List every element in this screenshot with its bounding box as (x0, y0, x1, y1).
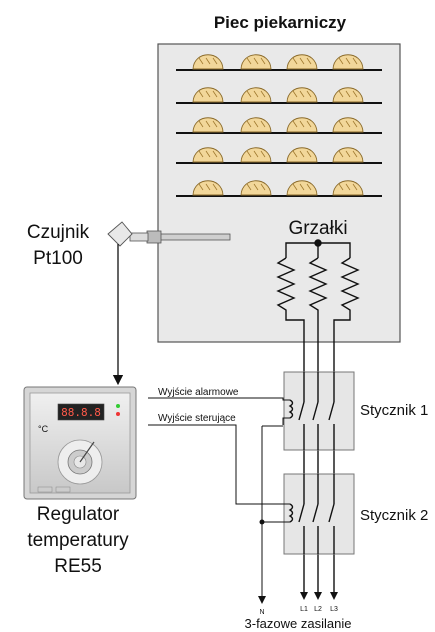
contactor-2-label: Stycznik 2 (360, 507, 428, 524)
controller-label-3: RE55 (54, 556, 102, 577)
bread-loaf (286, 180, 318, 196)
bread-loaf (332, 180, 364, 196)
controller-display (57, 403, 105, 421)
bread-loaf (192, 117, 224, 133)
controller-display-digits: 88.8.8 (61, 406, 101, 419)
bread-loaf (332, 54, 364, 70)
control-wiring (148, 397, 290, 600)
bread-loaf (240, 54, 272, 70)
bread-loaf (192, 87, 224, 103)
sensor-label-2: Pt100 (33, 248, 83, 269)
terminal-l2: L2 (314, 606, 322, 613)
sensor-label-1: Czujnik (27, 222, 90, 243)
bread-loaf (192, 147, 224, 163)
controller-unit: °C (38, 424, 49, 434)
terminal-l3: L3 (330, 606, 338, 613)
bread-loaf (240, 147, 272, 163)
bread-loaf (192, 54, 224, 70)
control-output-label: Wyjście sterujące (158, 413, 236, 424)
bread-loaf (286, 147, 318, 163)
bread-loaf (286, 54, 318, 70)
bread-loaf (240, 117, 272, 133)
bread-loaf (332, 147, 364, 163)
contactor-1 (283, 371, 355, 451)
oven-shelves (176, 54, 382, 197)
controller-label-1: Regulator (37, 504, 120, 525)
bread-loaf (240, 87, 272, 103)
terminal-n: N (259, 609, 264, 616)
oven-title: Piec piekarniczy (214, 13, 347, 32)
bread-loaf (286, 117, 318, 133)
bread-loaf (192, 180, 224, 196)
bread-loaf (332, 87, 364, 103)
bread-loaf (332, 117, 364, 133)
sensor-probe (107, 221, 231, 247)
terminal-l1: L1 (300, 606, 308, 613)
controller-label-2: temperatury (27, 530, 129, 551)
temperature-controller: 88.8.8 °C (23, 386, 137, 500)
heater-elements (276, 239, 360, 342)
neutral-arrow (258, 596, 266, 604)
neutral-junction (259, 519, 265, 525)
phase-arrows (300, 592, 338, 600)
supply-label: 3-fazowe zasilanie (245, 616, 352, 631)
alarm-output-label: Wyjście alarmowe (158, 387, 239, 398)
contactor-2 (283, 473, 355, 555)
heaters-label: Grzałki (288, 218, 347, 239)
bread-loaf (240, 180, 272, 196)
contactor-1-label: Stycznik 1 (360, 402, 428, 419)
bread-loaf (286, 87, 318, 103)
